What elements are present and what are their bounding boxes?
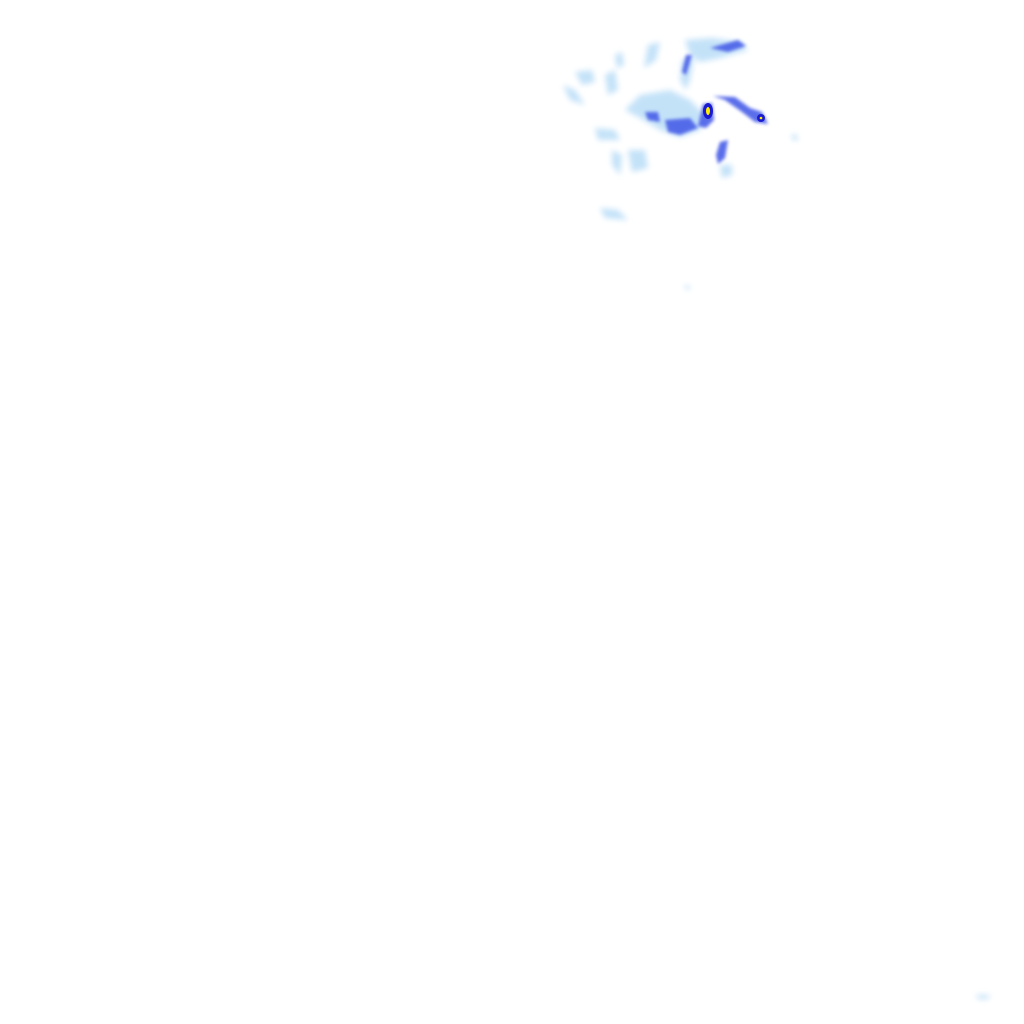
storm-core-peak (759, 116, 763, 120)
precip-cell (684, 285, 690, 291)
light-precipitation-layer (563, 38, 990, 999)
storm-core-peak (706, 107, 710, 115)
precip-cell (600, 208, 628, 220)
precip-cell (615, 52, 624, 68)
precip-cell (563, 85, 585, 105)
precip-cell (625, 90, 705, 137)
precip-cell (682, 55, 692, 75)
precip-cell (665, 118, 698, 135)
precip-cell (713, 96, 768, 124)
precip-cell (716, 140, 728, 164)
precip-cell (575, 70, 595, 85)
precip-cell (595, 128, 620, 140)
precip-cell (710, 40, 746, 52)
precip-cell (628, 150, 648, 172)
precip-cell (792, 134, 798, 141)
precip-cell (612, 150, 622, 175)
precip-cell (720, 165, 732, 178)
medium-precipitation-layer (645, 40, 768, 164)
precip-cell (644, 42, 660, 68)
intense-precipitation-layer (703, 103, 765, 122)
precip-cell (645, 112, 660, 122)
precip-cell (976, 995, 990, 999)
precip-cell (605, 70, 618, 95)
